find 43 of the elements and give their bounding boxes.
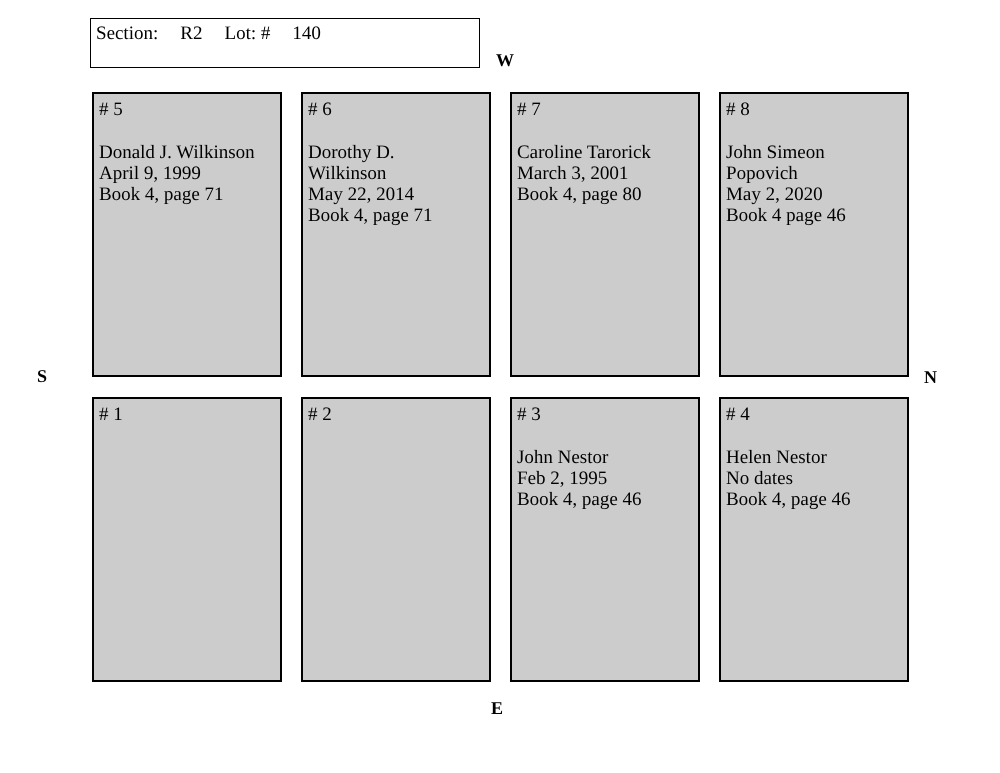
header-text: Section: <box>96 23 158 44</box>
plot-entry: Dorothy D. Wilkinson <box>308 142 396 184</box>
plot-entry: Book 4, page 71 <box>308 205 434 226</box>
lot-header-box <box>90 18 480 68</box>
grave-plot <box>92 92 282 377</box>
plot-number: # 7 <box>517 99 542 120</box>
header-text: Lot: # <box>224 23 270 44</box>
header-text: R2 <box>180 23 202 44</box>
plot-number: # 4 <box>726 404 751 425</box>
plot-number: # 1 <box>99 404 124 425</box>
grave-plot <box>301 92 491 377</box>
compass-label: E <box>491 698 504 719</box>
grave-plot <box>719 92 909 377</box>
plot-entry: May 22, 2014 <box>308 184 416 205</box>
compass-label: S <box>37 366 48 387</box>
plot-number: # 8 <box>726 99 751 120</box>
plot-entry: Book 4, page 71 <box>99 184 225 205</box>
header-text: 140 <box>292 23 321 44</box>
plot-number: # 3 <box>517 404 542 425</box>
grave-plot <box>92 397 282 682</box>
plot-entry: Feb 2, 1995 <box>517 468 608 489</box>
grave-plot <box>510 397 700 682</box>
plot-entry: April 9, 1999 <box>99 163 202 184</box>
plot-entry: May 2, 2020 <box>726 184 824 205</box>
plot-entry: John Nestor <box>517 447 610 468</box>
compass-label: N <box>924 367 937 388</box>
plot-entry: Book 4, page 46 <box>517 489 643 510</box>
plot-entry: Book 4 page 46 <box>726 205 847 226</box>
plot-number: # 5 <box>99 99 124 120</box>
plot-entry: Book 4, page 80 <box>517 184 643 205</box>
plot-entry: No dates <box>726 468 794 489</box>
plot-number: # 6 <box>308 99 333 120</box>
plot-entry: Helen Nestor <box>726 447 828 468</box>
plot-entry: March 3, 2001 <box>517 163 630 184</box>
compass-label: W <box>496 50 514 71</box>
plot-entry: John Simeon Popovich <box>726 142 826 184</box>
grave-plot <box>510 92 700 377</box>
plot-entry: Donald J. Wilkinson <box>99 142 256 163</box>
plot-number: # 2 <box>308 404 333 425</box>
plot-entry: Caroline Tarorick <box>517 142 652 163</box>
grave-plot <box>301 397 491 682</box>
plot-entry: Book 4, page 46 <box>726 489 852 510</box>
grave-plot <box>719 397 909 682</box>
